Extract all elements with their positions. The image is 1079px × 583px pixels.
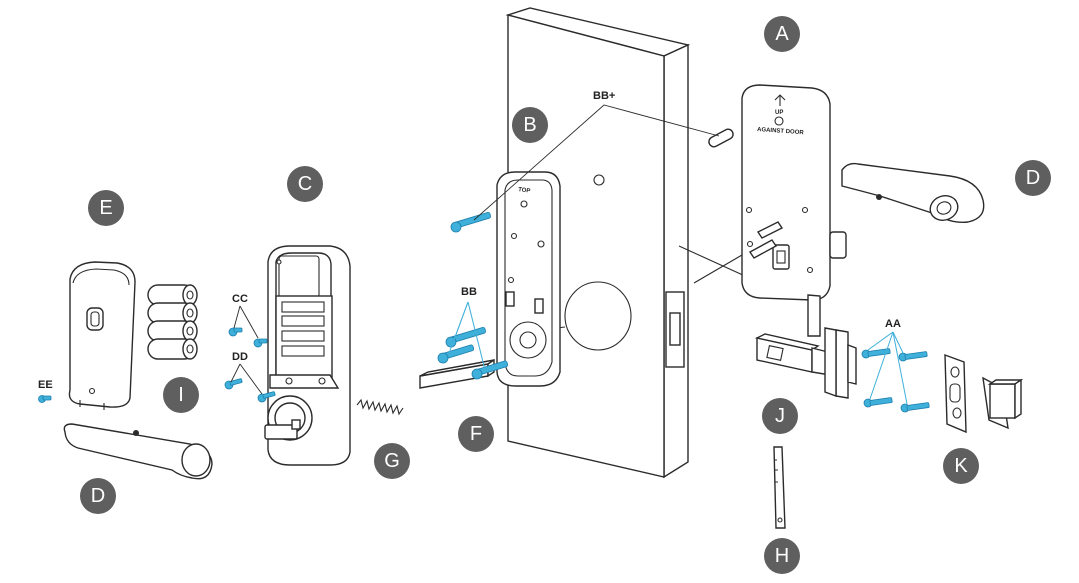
badge-a: A [764,16,800,52]
badge-c: C [287,166,323,202]
screw-bb-lower-3 [471,360,509,380]
svg-text:G: G [384,450,400,472]
label-aa: AA [885,318,901,330]
battery [147,284,198,306]
screw-bb-plus [708,128,734,148]
svg-text:E: E [99,197,112,219]
label-bb: BB [461,286,477,298]
screw-cc-2 [253,338,268,348]
screws [38,128,930,413]
screw-bb-upper [450,211,491,233]
exterior-mounting-plate: TOP [496,171,561,387]
badge-d-right: D [1015,160,1051,196]
badge-h: H [764,538,800,574]
strike-plate [944,353,967,434]
screw-dd-2 [257,391,276,403]
label-ee: EE [38,379,53,391]
svg-text:D: D [1026,167,1040,189]
screw-bb-lower-1 [445,326,486,348]
screw-ee [38,395,52,403]
plate-against-door-text: AGAINST DOOR [757,127,805,136]
svg-text:H: H [775,545,789,567]
battery [147,320,198,342]
battery [147,302,198,324]
screw-dd-1 [224,378,243,390]
badge-f: F [458,416,494,452]
spring [356,398,404,416]
exterior-lever-handle [63,423,213,480]
label-bb-plus: BB+ [593,90,615,102]
badge-g: G [374,443,410,479]
svg-text:D: D [91,485,105,507]
override-key [773,446,786,529]
badge-b: B [512,107,548,143]
part-badges: A B C D E I F G [80,16,1051,574]
label-cc: CC [232,293,248,305]
label-dd: DD [232,351,248,363]
svg-text:B: B [523,114,536,136]
svg-text:J: J [775,405,785,427]
door-latch [754,327,857,399]
leader-lines [230,104,908,405]
screw-bb-lower-2 [437,344,475,364]
door-small-hole [593,174,605,186]
badge-k: K [943,448,979,484]
spindle-bar [419,358,495,389]
badge-i: I [163,377,199,413]
badge-j: J [762,398,798,434]
batteries [147,284,198,360]
screw-aa-4 [900,402,930,413]
interior-mounting-plate: UP AGAINST DOOR [693,84,847,337]
screw-cc-1 [228,327,243,337]
badge-d-left: D [80,478,116,514]
svg-text:F: F [470,423,482,445]
screw-aa-1 [861,348,891,359]
screw-aa-3 [863,397,893,408]
strike-box [982,376,1024,430]
part-labels: BB+ BB CC DD EE AA [38,90,901,391]
battery-cover [68,261,136,410]
plate-up-text: UP [775,110,783,116]
screw-aa-2 [898,351,928,362]
svg-text:K: K [954,455,968,477]
svg-text:C: C [298,173,312,195]
door-cross-bore [564,281,632,351]
battery [147,338,198,360]
badge-e: E [88,190,124,226]
plate-top-text: TOP [518,187,531,195]
interior-lever-handle [841,162,985,224]
brand-logo [86,307,104,331]
exterior-keypad-unit [264,245,351,466]
svg-text:I: I [178,384,184,406]
svg-text:A: A [775,23,789,45]
